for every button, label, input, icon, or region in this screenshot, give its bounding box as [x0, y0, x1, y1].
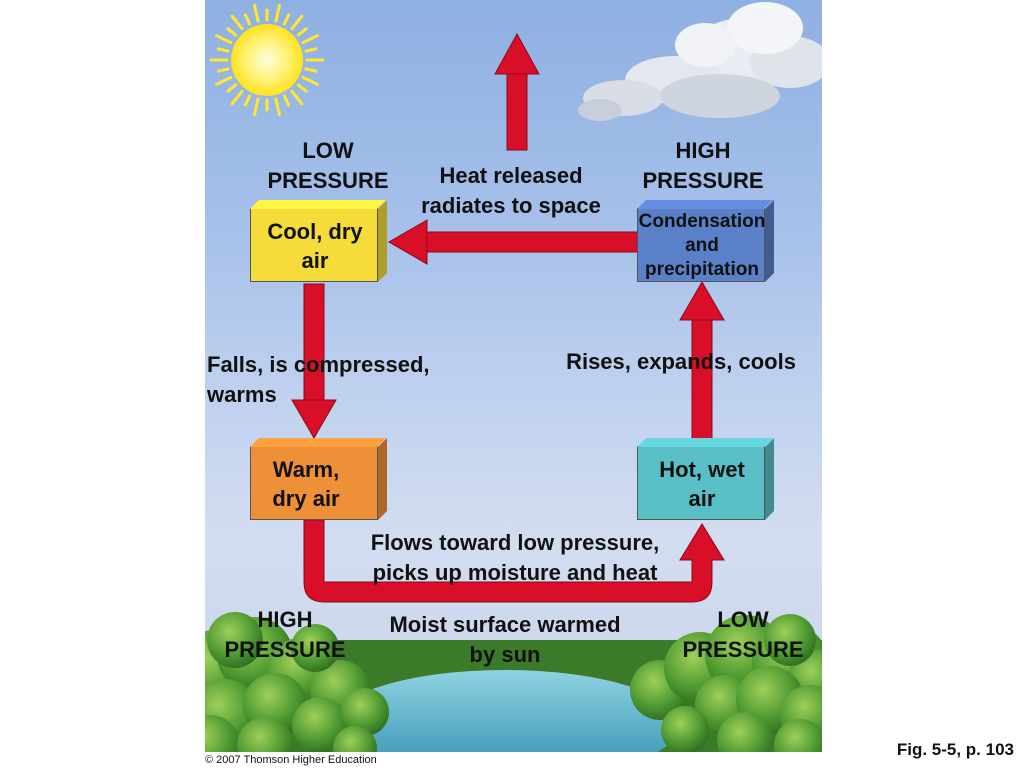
heat-released-label: Heat released radiates to space [421, 163, 601, 218]
arrow-to-space-head [494, 32, 540, 75]
arrow-top-left-head [388, 219, 428, 265]
tree-foliage [774, 719, 822, 752]
tree-foliage [764, 614, 816, 666]
tree-foliage [292, 697, 348, 752]
cool-dry-air-box: Cool, dry air [250, 208, 378, 282]
landscape [205, 612, 822, 752]
sun-icon [209, 3, 325, 117]
arrow-top-left [424, 231, 640, 253]
warm-dry-air-label: Warm, dry air [272, 457, 340, 511]
hot-wet-air-label: Hot, wet air [659, 457, 745, 511]
arrow-to-space [506, 71, 528, 151]
arrow-down-head [291, 399, 337, 439]
tree-foliage [207, 612, 263, 668]
cool-dry-air-label: Cool, dry air [267, 219, 363, 273]
tree-foliage [205, 715, 240, 752]
copyright-text: © 2007 Thomson Higher Education [205, 754, 377, 766]
lake [330, 670, 680, 752]
tree-foliage [341, 688, 389, 736]
tree-foliage [237, 717, 293, 752]
arrow-up-head [679, 281, 725, 321]
cloud-icon [578, 2, 822, 121]
condensation-box: Condensation and precipitation [637, 208, 765, 282]
arrow-up [691, 317, 713, 443]
moist-surface-label: Moist surface warmed by sun [389, 612, 621, 667]
figure-caption: Fig. 5-5, p. 103 [896, 740, 1014, 759]
tree-foliage [291, 624, 339, 672]
arrow-bottom-loop [303, 519, 725, 603]
high-pressure-top-label: HIGH PRESSURE [642, 138, 764, 193]
condensation-label: Condensation and precipitation [638, 211, 766, 280]
rises-expands-label: Rises, expands, cools [566, 349, 796, 374]
flows-toward-label: Flows toward low pressure, picks up mois… [370, 530, 660, 585]
tree-foliage [661, 706, 709, 752]
high-pressure-bottom-label: HIGH PRESSURE [224, 607, 346, 662]
scene-art [205, 2, 822, 752]
falls-compressed-label: Falls, is compressed, warms [207, 352, 430, 407]
low-pressure-bottom-label: LOW PRESSURE [682, 607, 804, 662]
warm-dry-air-box: Warm, dry air [250, 446, 378, 520]
hot-wet-air-box: Hot, wet air [637, 446, 765, 520]
diagram-panel: Cool, dry air Condensation and precipita… [205, 0, 822, 752]
low-pressure-top-label: LOW PRESSURE [267, 138, 389, 193]
tree-foliage [333, 726, 377, 752]
tree-foliage [717, 712, 773, 752]
circulation-arrows [291, 32, 725, 603]
